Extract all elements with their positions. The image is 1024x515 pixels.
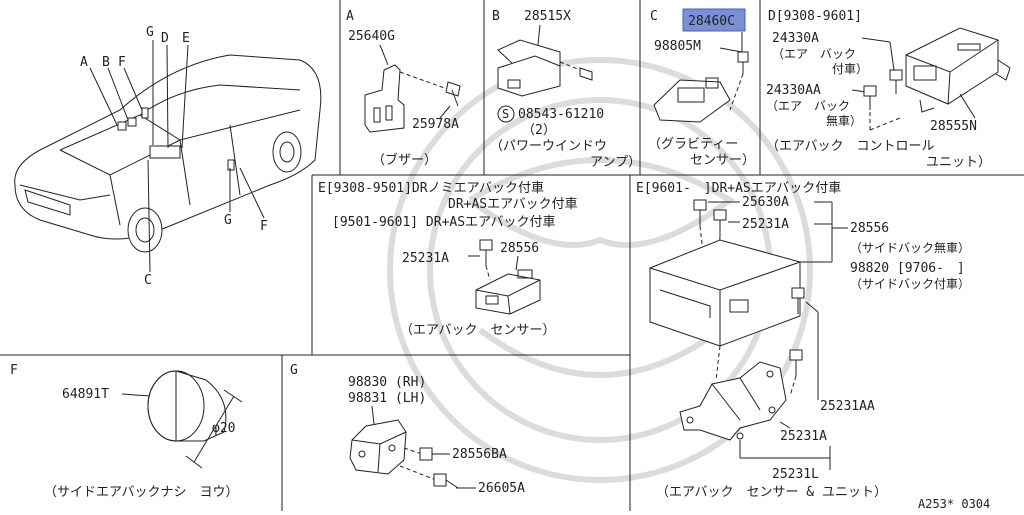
- part-98805m: 98805M: [654, 39, 701, 54]
- callout-f-bottom: F: [260, 219, 268, 234]
- part-24330a: 24330A: [772, 31, 819, 46]
- panel-d-caption-2: ユニット）: [926, 155, 991, 170]
- panel-c: C 28460C 98805M （グラビティー センサー）: [648, 8, 755, 168]
- part-26605a: 26605A: [478, 481, 525, 496]
- panel-b-caption-1: （パワーウインドウ: [490, 139, 607, 154]
- bolt-icon-e2c: [791, 287, 805, 299]
- nut-icon: [419, 447, 433, 461]
- car-overview: A B F G D E G F C: [14, 25, 322, 288]
- panel-d-caption-1: （エアバック コントロール: [766, 139, 934, 154]
- footer-code: A253* 0304: [918, 497, 990, 511]
- panel-a: A 25640G 25978A （ブザー）: [346, 9, 461, 168]
- panel-c-caption-2: センサー）: [690, 153, 755, 168]
- bolt-icon-g: [433, 473, 447, 487]
- callout-f-top: F: [118, 55, 126, 70]
- screw-symbol: S: [502, 107, 509, 121]
- part-24330aa: 24330AA: [766, 83, 821, 98]
- callout-g-top: G: [146, 25, 154, 40]
- part-25231a-e1: 25231A: [402, 251, 449, 266]
- part-28460c: 28460C: [688, 14, 735, 29]
- panel-e1: E[9308-9501]DRノミエアバック付車 DR+ASエアバック付車 [95…: [318, 181, 578, 338]
- part-25978a: 25978A: [412, 117, 459, 132]
- note-without-airbag-2: 無車）: [826, 113, 862, 128]
- note-with-airbag-1: （エア バック: [772, 47, 856, 61]
- part-qty: （2）: [522, 123, 556, 138]
- part-25231a-e2-bottom: 25231A: [780, 429, 827, 444]
- bolt-icon-c: [737, 51, 749, 63]
- panel-c-letter: C: [650, 9, 658, 24]
- note-with-airbag-2: 付車）: [832, 62, 868, 76]
- panel-e2-caption: （エアバック センサー & ユニット）: [656, 485, 887, 500]
- panel-f-letter: F: [10, 363, 18, 378]
- gravity-sensor-part: [653, 79, 731, 123]
- panel-d: D[9308-9601] 24330A （エア バック 付車） 24330AA …: [766, 9, 1011, 170]
- panel-c-caption-1: （グラビティー: [648, 137, 738, 152]
- sensor-unit-part: [649, 239, 801, 347]
- note-without-airbag-1: （エア バック: [766, 99, 850, 113]
- highlight-box: [682, 8, 746, 32]
- panel-e2: E[9601- ]DR+ASエアバック付車 25630A 25231A 2855…: [636, 181, 970, 500]
- part-98820: 98820 [9706- ]: [850, 261, 965, 276]
- part-25630a: 25630A: [742, 195, 789, 210]
- screw-icon: [579, 67, 593, 81]
- part-28515x: 28515X: [524, 9, 571, 24]
- callout-b: B: [102, 55, 110, 70]
- part-25231l: 25231L: [772, 467, 819, 482]
- callout-g-bottom: G: [224, 213, 232, 228]
- panel-b-letter: B: [492, 9, 500, 24]
- bolt-icon-e2b: [713, 209, 727, 221]
- callout-e: E: [182, 31, 190, 46]
- panel-g: G 98830 (RH) 98831 (LH) 28556BA 26605A: [290, 363, 525, 496]
- callout-c: C: [144, 273, 152, 288]
- panel-a-caption: （ブザー）: [372, 152, 437, 168]
- part-28556-e2: 28556: [850, 221, 889, 236]
- panel-f-caption: （サイドエアバックナシ ヨウ）: [44, 485, 238, 500]
- note-with-sidebag: （サイドバック付車）: [850, 277, 970, 291]
- amplifier-part: [497, 55, 561, 97]
- dimension-label: φ20: [212, 421, 235, 436]
- control-unit-part: [905, 27, 999, 105]
- panel-e1-caption: （エアバック センサー）: [400, 323, 555, 338]
- bolt-icon-d1: [863, 85, 877, 97]
- part-25640g: 25640G: [348, 29, 395, 44]
- part-64891t: 64891T: [62, 387, 109, 402]
- panel-e1-heading-2: DR+ASエアバック付車: [448, 197, 578, 212]
- panel-b-caption-2: アンプ）: [590, 155, 641, 170]
- callout-a: A: [80, 55, 88, 70]
- panel-b: B 28515X S 08543-61210 （2） （パワーウインドウ アンプ…: [490, 9, 641, 170]
- airbag-sensor-part: [475, 273, 541, 315]
- part-98830: 98830 (RH): [348, 375, 426, 390]
- bolt-icon: [445, 81, 461, 97]
- part-98831: 98831 (LH): [348, 391, 426, 406]
- panel-e1-heading-1: E[9308-9501]DRノミエアバック付車: [318, 181, 544, 196]
- side-sensor-part: [349, 419, 407, 475]
- bolt-icon-e2a: [693, 199, 707, 211]
- callout-d: D: [161, 31, 169, 46]
- bolt-icon-d2: [889, 69, 903, 81]
- part-28555n: 28555N: [930, 119, 977, 134]
- bolt-icon-e1: [479, 239, 493, 251]
- panel-d-heading: D[9308-9601]: [768, 9, 862, 24]
- part-28556ba: 28556BA: [452, 447, 507, 462]
- panel-e1-heading-3: [9501-9601] DR+ASエアバック付車: [332, 215, 556, 230]
- screw-symbol-circle: [497, 105, 515, 123]
- panel-e2-heading: E[9601- ]DR+ASエアバック付車: [636, 181, 841, 196]
- part-08543-61210: 08543-61210: [518, 107, 604, 122]
- part-28556-e1: 28556: [500, 241, 539, 256]
- part-25231aa: 25231AA: [820, 399, 875, 414]
- bolt-icon-e2d: [789, 349, 803, 361]
- panel-f: F 64891T φ20 （サイドエアバックナシ ヨウ）: [10, 363, 243, 500]
- panel-a-letter: A: [346, 9, 354, 24]
- buzzer-part: [364, 64, 405, 133]
- panel-g-letter: G: [290, 363, 298, 378]
- part-25231a-e2-top: 25231A: [742, 217, 789, 232]
- note-no-sidebag: （サイドバック無車）: [850, 240, 970, 255]
